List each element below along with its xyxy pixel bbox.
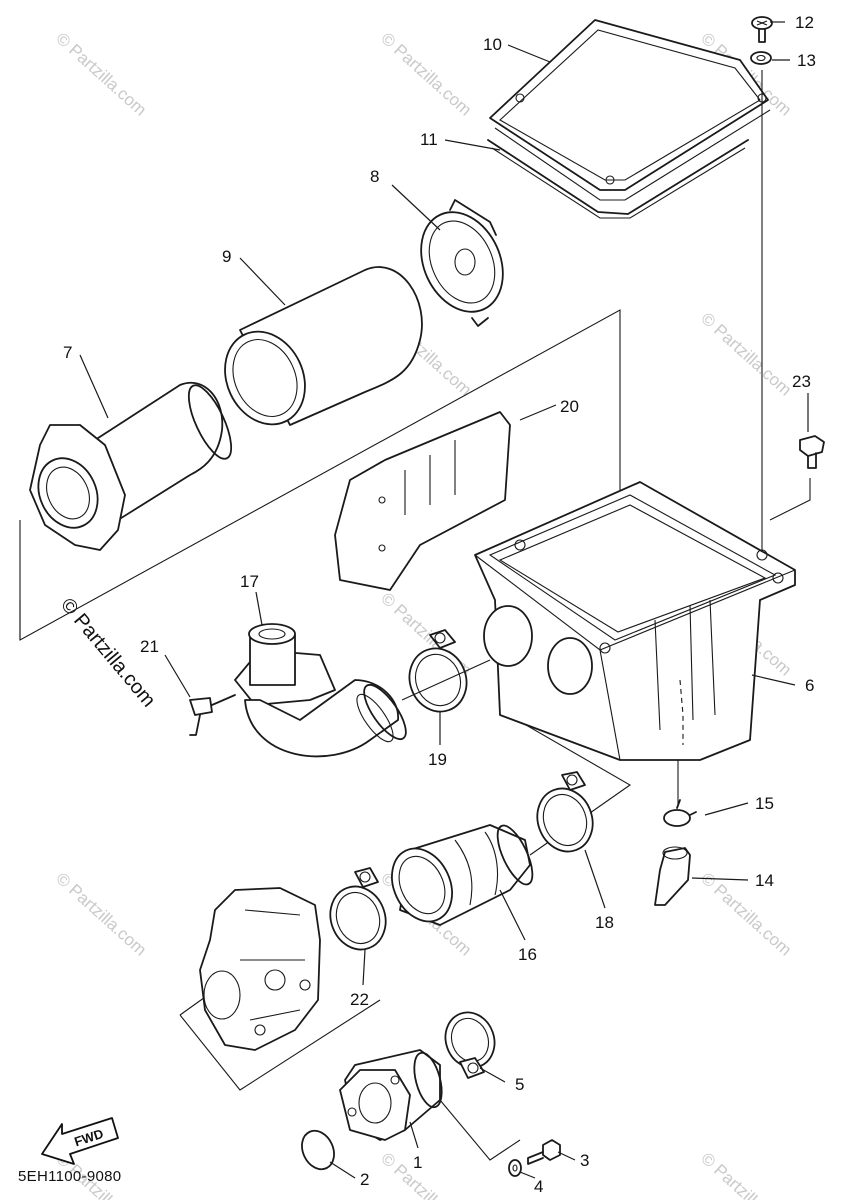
filter-plate bbox=[334, 411, 511, 591]
case-bolt bbox=[799, 435, 825, 469]
callout-16: 16 bbox=[518, 945, 537, 964]
watermark-text: © Partzilla.com bbox=[52, 869, 150, 960]
drain-cap bbox=[654, 846, 691, 906]
callout-12: 12 bbox=[795, 13, 814, 32]
callout-3: 3 bbox=[580, 1151, 589, 1170]
callout-5: 5 bbox=[515, 1075, 524, 1094]
leader-lines bbox=[79, 21, 809, 1179]
joint-clamp bbox=[408, 629, 468, 713]
air-cleaner-cover bbox=[489, 19, 771, 201]
callout-23: 23 bbox=[792, 372, 811, 391]
callout-15: 15 bbox=[755, 794, 774, 813]
watermark-text: © Partzilla.com bbox=[52, 29, 150, 120]
filter-element bbox=[224, 266, 423, 426]
callout-10: 10 bbox=[483, 35, 502, 54]
callout-17: 17 bbox=[240, 572, 259, 591]
intake-joint bbox=[339, 1049, 443, 1141]
filter-group-outline bbox=[19, 309, 621, 641]
carburetor-group-outline bbox=[179, 999, 381, 1091]
carburetor bbox=[199, 887, 321, 1051]
assembly-line bbox=[401, 659, 491, 701]
assembly-line bbox=[769, 478, 811, 521]
callout-7: 7 bbox=[63, 343, 72, 362]
joint-group-outline bbox=[439, 1099, 521, 1161]
watermark-text: © Partzilla.com bbox=[377, 1149, 475, 1200]
hose-fitting bbox=[189, 694, 236, 736]
filter-guide bbox=[29, 382, 233, 551]
intake-washer bbox=[508, 1159, 522, 1177]
callout-18: 18 bbox=[595, 913, 614, 932]
callout-2: 2 bbox=[360, 1170, 369, 1189]
callout-14: 14 bbox=[755, 871, 774, 890]
air-cleaner-joint bbox=[234, 623, 407, 758]
watermark-text: © Partzilla.com bbox=[697, 869, 795, 960]
callout-13: 13 bbox=[797, 51, 816, 70]
cover-seal bbox=[487, 139, 749, 219]
air-cleaner-case bbox=[474, 481, 796, 761]
forward-arrow-icon: FWD bbox=[41, 1117, 119, 1165]
callout-11: 11 bbox=[420, 130, 438, 149]
callouts: 10 11 12 13 8 9 7 20 23 6 17 21 19 18 16… bbox=[63, 13, 816, 1196]
callout-9: 9 bbox=[222, 247, 231, 266]
filter-cap bbox=[420, 199, 504, 327]
callout-19: 19 bbox=[428, 750, 447, 769]
carburetor-clamp bbox=[329, 867, 387, 951]
callout-6: 6 bbox=[805, 676, 814, 695]
watermark-text: © Partzilla.com bbox=[697, 309, 795, 400]
cover-screw bbox=[751, 16, 773, 43]
case-clamp bbox=[536, 771, 594, 853]
intake-clamp bbox=[444, 1011, 496, 1079]
callout-4: 4 bbox=[534, 1177, 543, 1196]
watermark-text: © Partzilla.com bbox=[697, 1149, 795, 1200]
callout-22: 22 bbox=[350, 990, 369, 1009]
document-code: 5EH1100-9080 bbox=[18, 1168, 122, 1185]
callout-21: 21 bbox=[140, 637, 159, 656]
cover-washer bbox=[750, 51, 772, 65]
o-ring bbox=[301, 1129, 335, 1171]
callout-20: 20 bbox=[560, 397, 579, 416]
callout-8: 8 bbox=[370, 167, 379, 186]
callout-1: 1 bbox=[413, 1153, 422, 1172]
watermark-text: © Partzilla.com bbox=[377, 29, 475, 120]
carburetor-joint bbox=[391, 824, 534, 926]
intake-bolt bbox=[527, 1139, 561, 1165]
drain-plug bbox=[663, 799, 697, 827]
